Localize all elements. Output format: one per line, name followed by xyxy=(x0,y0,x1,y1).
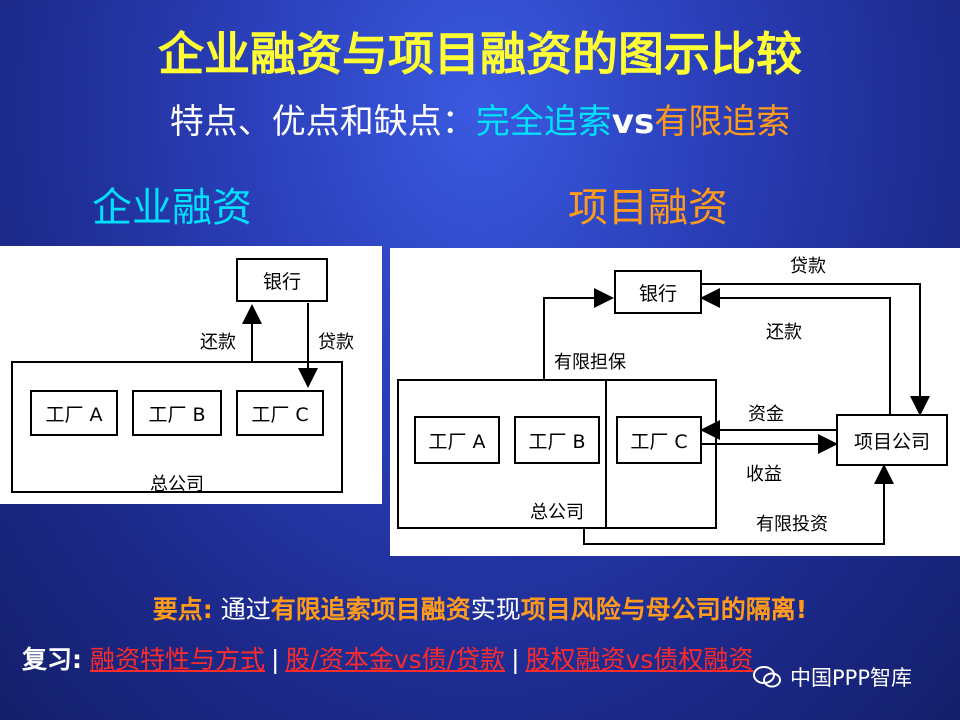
parent-company-label: 总公司 xyxy=(530,502,584,523)
repay-label: 还款 xyxy=(766,322,802,343)
watermark: 中国PPP智库 xyxy=(752,662,912,692)
income-label: 收益 xyxy=(746,464,782,485)
factory-c-box: 工厂 C xyxy=(236,390,324,436)
project-arrows xyxy=(397,283,930,545)
parent-company-label: 总公司 xyxy=(150,474,204,495)
review-label: 复习: xyxy=(22,645,82,674)
factory-c-frame xyxy=(605,379,717,529)
repay-arrow xyxy=(700,288,891,414)
loan-arrow xyxy=(702,283,930,416)
limited-investment-label: 有限投资 xyxy=(756,514,828,535)
subtitle: 特点、优点和缺点：完全追索vs有限追索 xyxy=(0,94,960,143)
watermark-text: 中国PPP智库 xyxy=(790,666,912,690)
limited-investment-arrow xyxy=(583,464,894,545)
key-point: 要点: 通过有限追索项目融资实现项目风险与母公司的隔离! xyxy=(0,590,960,626)
limited-guarantee-label: 有限担保 xyxy=(554,352,626,373)
wechat-icon xyxy=(753,666,781,688)
subtitle-full-recourse: 完全追索 xyxy=(475,102,612,142)
project-finance-diagram: 银行 贷款 还款 有限担保 工厂 A 工厂 B 工厂 C 资金 收益 项目公司 … xyxy=(390,248,960,556)
factory-c-box: 工厂 C xyxy=(616,416,702,464)
factory-b-box: 工厂 B xyxy=(132,390,222,436)
corporate-arrows xyxy=(11,303,343,493)
factory-b-box: 工厂 B xyxy=(514,416,600,464)
review-link-equity-vs-debt-financing[interactable]: 股权融资vs债权融资 xyxy=(525,645,754,674)
separator: | xyxy=(270,645,280,674)
bank-box: 银行 xyxy=(236,258,328,302)
key-point-label: 要点: xyxy=(152,595,213,624)
corporate-finance-diagram: 银行 还款 贷款 工厂 A 工厂 B 工厂 C 总公司 xyxy=(0,246,382,504)
corporate-finance-label: 企业融资 xyxy=(92,185,252,231)
subtitle-limited-recourse: 有限追索 xyxy=(654,102,791,142)
key-point-text: 通过 xyxy=(212,595,271,624)
subtitle-vs: vs xyxy=(611,102,655,142)
factory-a-box: 工厂 A xyxy=(414,416,500,464)
project-company-box: 项目公司 xyxy=(836,414,948,466)
key-point-highlight: 项目风险与母公司的 xyxy=(520,595,746,624)
factory-a-box: 工厂 A xyxy=(30,390,118,436)
parent-company-frame xyxy=(11,361,343,493)
bank-box: 银行 xyxy=(614,270,702,314)
review-link-equity-vs-debt[interactable]: 股/资本金vs债/贷款 xyxy=(285,645,506,674)
key-point-highlight: 有限追索项目融资 xyxy=(270,595,471,624)
page-title: 企业融资与项目融资的图示比较 xyxy=(158,27,802,81)
loan-label: 贷款 xyxy=(318,332,354,353)
project-finance-label: 项目融资 xyxy=(568,185,728,231)
separator: | xyxy=(511,645,520,674)
key-point-highlight: 隔离! xyxy=(745,595,808,624)
funds-label: 资金 xyxy=(748,404,784,425)
subtitle-prefix: 特点、优点和缺点： xyxy=(169,102,476,142)
repay-label: 还款 xyxy=(200,332,236,353)
loan-label: 贷款 xyxy=(790,256,826,277)
guarantee-arrow xyxy=(543,288,614,380)
review-link-financing-features[interactable]: 融资特性与方式 xyxy=(89,645,265,674)
key-point-text: 实现 xyxy=(470,595,521,624)
review-row: 复习: 融资特性与方式|股/资本金vs债/贷款|股权融资vs债权融资 xyxy=(22,640,753,676)
